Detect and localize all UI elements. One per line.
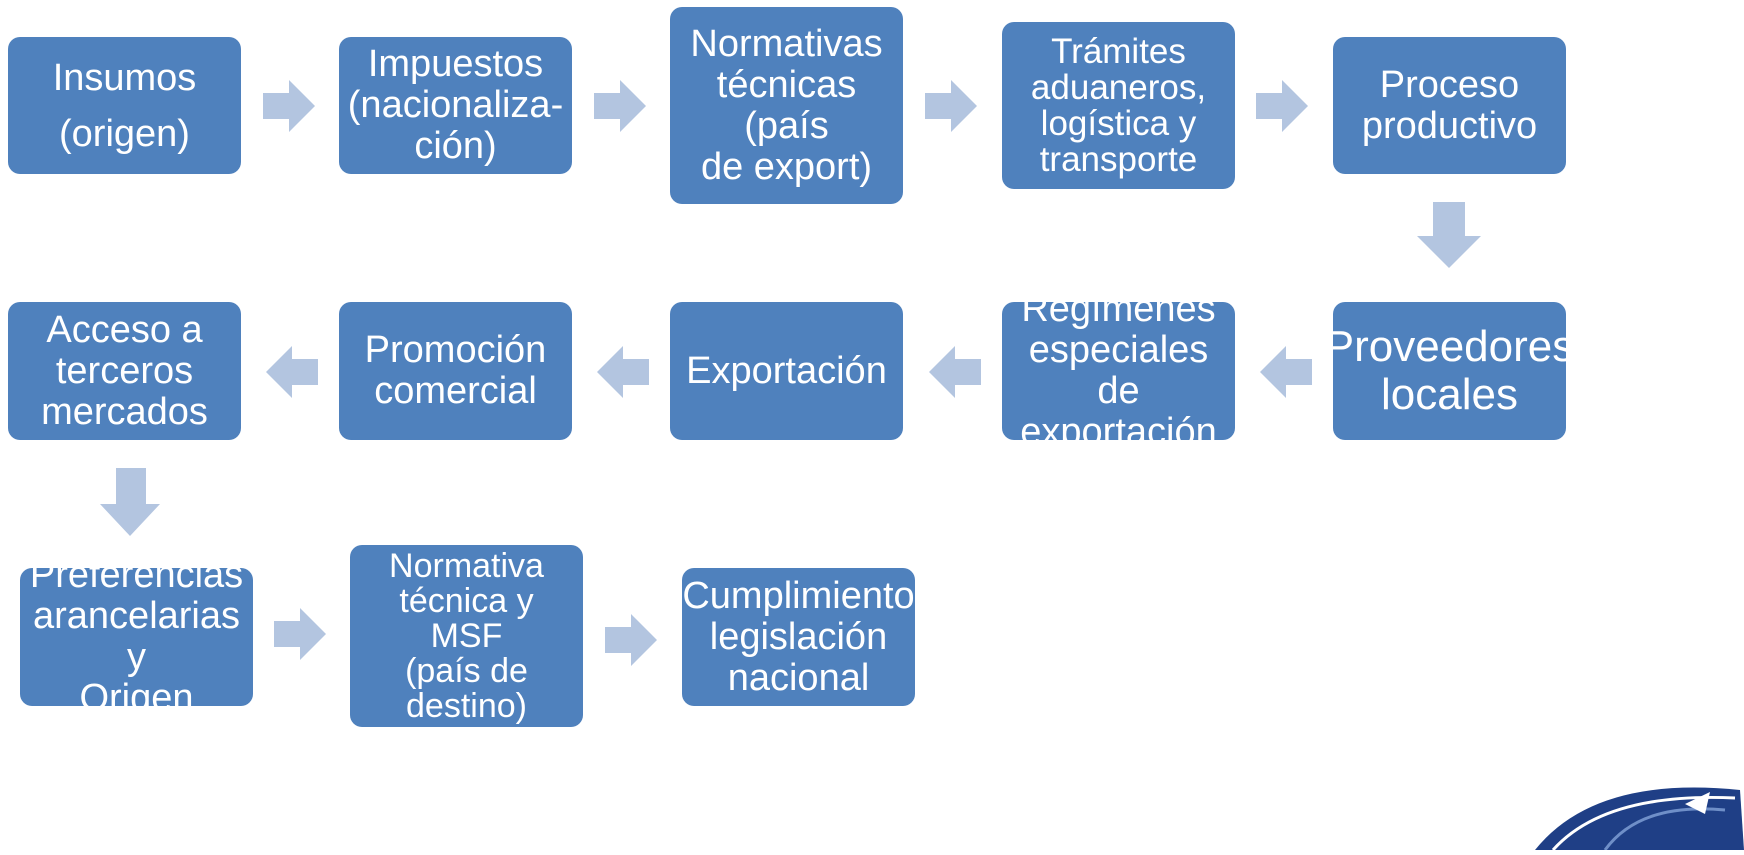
- arrow-right-icon: [1256, 80, 1308, 132]
- node-normativa-msf: Normativa técnica y MSF (país de destino…: [350, 545, 583, 727]
- node-exportacion: Exportación: [670, 302, 903, 440]
- node-label: Normativas técnicas (país de export): [690, 22, 883, 188]
- arrow-left-icon: [597, 346, 649, 398]
- arrow-left-icon: [929, 346, 981, 398]
- arrow-right-icon: [594, 80, 646, 132]
- arrow-left-icon: [266, 346, 318, 398]
- arrow-right-icon: [263, 80, 315, 132]
- node-preferencias: Preferencias arancelarias y Origen: [20, 555, 253, 719]
- node-label: Impuestos (nacionaliza- ción): [347, 43, 564, 167]
- arrow-down-icon: [100, 468, 160, 536]
- node-label: Acceso a terceros mercados: [41, 308, 208, 433]
- arrow-right-icon: [605, 614, 657, 666]
- node-label: Insumos (origen): [52, 56, 197, 155]
- node-proceso: Proceso productivo: [1333, 37, 1566, 174]
- node-label: Regímenes especiales de exportación: [1020, 288, 1217, 453]
- node-label: Proveedores locales: [1324, 322, 1575, 419]
- logo: [1535, 770, 1744, 852]
- node-label: Promoción comercial: [364, 329, 547, 412]
- node-label: Preferencias arancelarias y Origen: [29, 554, 244, 719]
- node-promocion: Promoción comercial: [339, 302, 572, 440]
- node-cumplimiento: Cumplimiento legislación nacional: [682, 568, 915, 706]
- node-insumos: Insumos (origen): [8, 37, 241, 174]
- node-tramites: Trámites aduaneros, logística y transpor…: [1002, 22, 1235, 189]
- node-label: Cumplimiento legislación nacional: [682, 574, 915, 699]
- arrow-down-icon: [1417, 202, 1481, 268]
- arrow-right-icon: [274, 608, 326, 660]
- node-label: Proceso productivo: [1361, 63, 1538, 147]
- node-label: Exportación: [686, 349, 887, 392]
- node-regimenes: Regímenes especiales de exportación: [1002, 289, 1235, 453]
- node-acceso: Acceso a terceros mercados: [8, 302, 241, 440]
- arrow-left-icon: [1260, 346, 1312, 398]
- node-label: Normativa técnica y MSF (país de destino…: [389, 546, 544, 725]
- node-normativas: Normativas técnicas (país de export): [670, 7, 903, 204]
- node-label: Trámites aduaneros, logística y transpor…: [1030, 31, 1207, 179]
- arrow-right-icon: [925, 80, 977, 132]
- node-impuestos: Impuestos (nacionaliza- ción): [339, 37, 572, 174]
- node-proveedores: Proveedores locales: [1325, 302, 1574, 440]
